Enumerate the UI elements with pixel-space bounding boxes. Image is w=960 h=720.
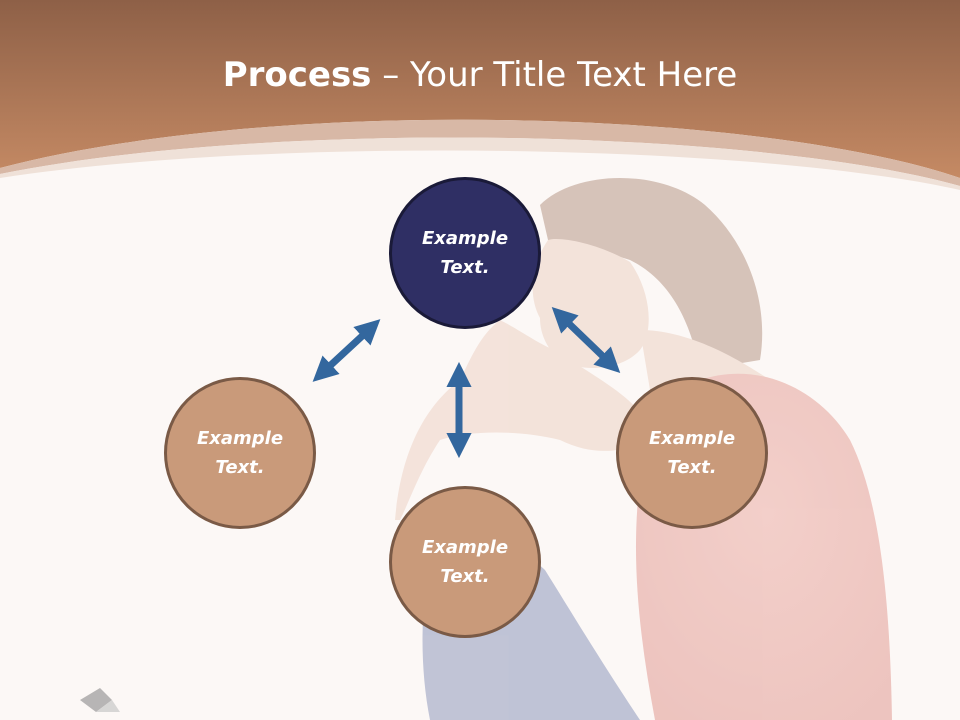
process-node-right[interactable]: Example Text. — [616, 377, 768, 529]
process-node-top[interactable]: Example Text. — [389, 177, 541, 329]
node-right-label: Example Text. — [648, 428, 736, 478]
decorative-corner-icon — [80, 688, 120, 712]
process-node-bottom[interactable]: Example Text. — [389, 486, 541, 638]
node-bottom-label: Example Text. — [421, 537, 509, 587]
arrow-top-right — [551, 307, 621, 373]
title-rest-text: – Your Title Text Here — [371, 55, 738, 95]
arrow-left-top — [312, 319, 381, 382]
header-band — [0, 0, 960, 190]
node-left-label: Example Text. — [196, 428, 284, 478]
title-bold-text: Process — [222, 55, 372, 95]
process-node-left[interactable]: Example Text. — [164, 377, 316, 529]
slide-title: Process – Your Title Text Here — [0, 52, 960, 98]
node-top-label: Example Text. — [421, 228, 509, 278]
